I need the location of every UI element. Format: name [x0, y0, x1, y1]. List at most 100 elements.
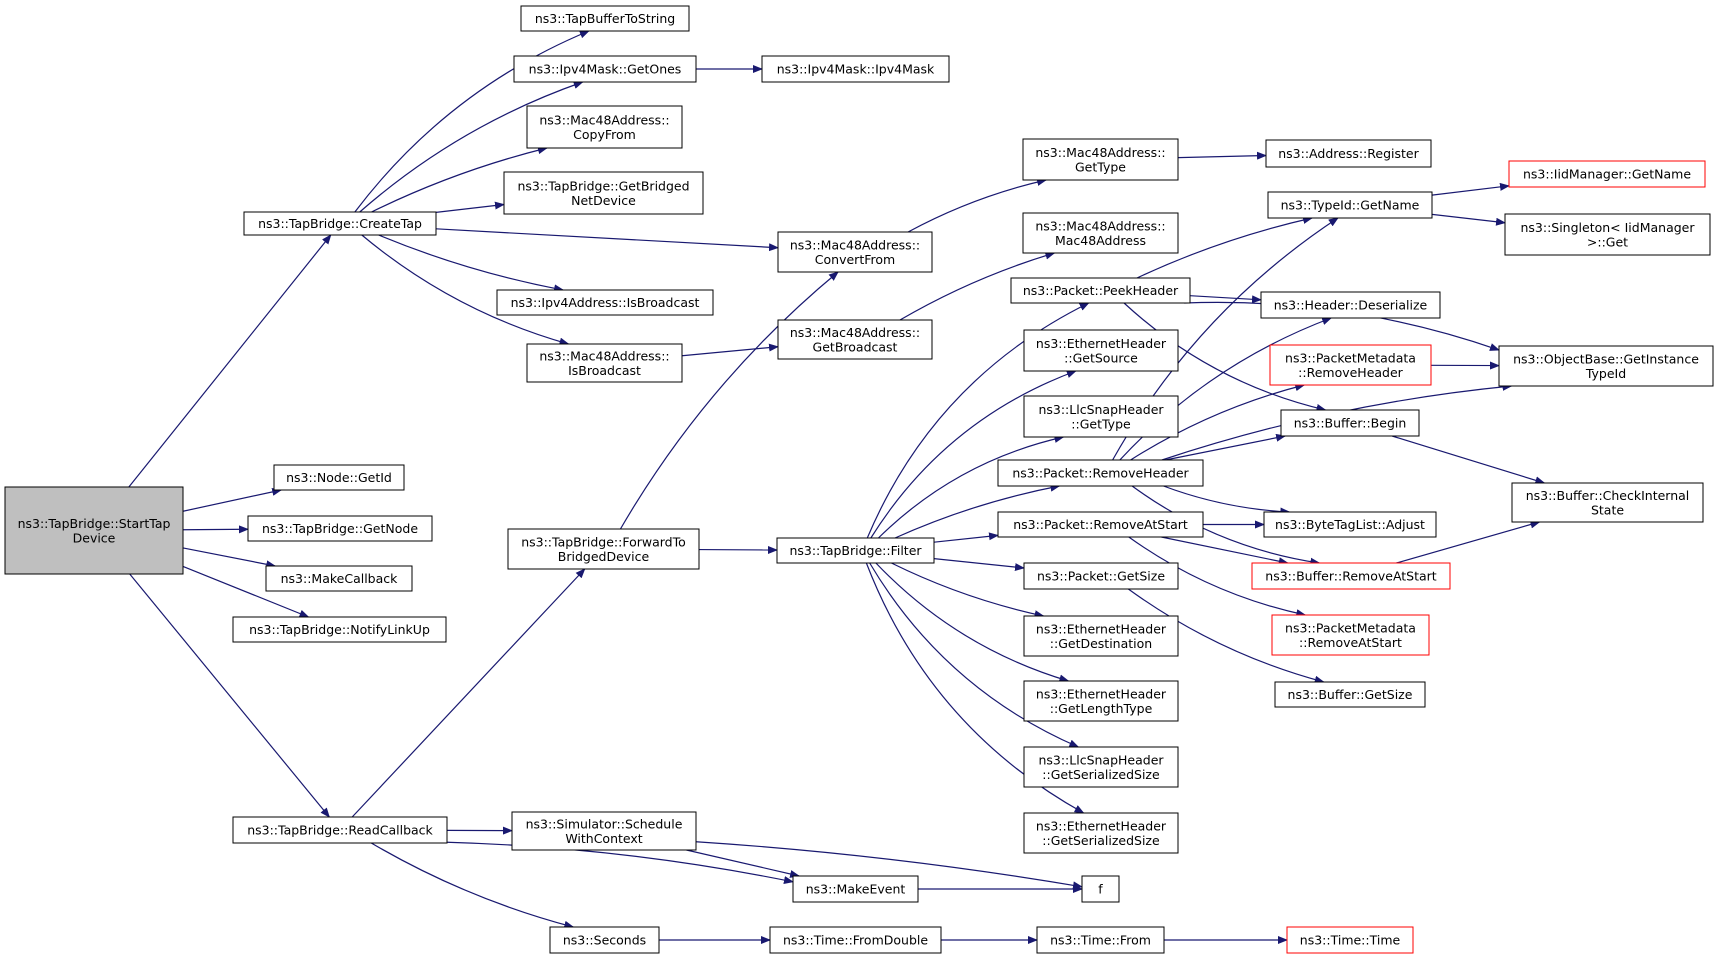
edge-root-to-createtap	[128, 234, 332, 488]
node-label: ns3::Ipv4Mask::Ipv4Mask	[777, 62, 935, 77]
node-peekheader[interactable]: ns3::Packet::PeekHeader	[1010, 277, 1191, 304]
node-label: ns3::PacketMetadata	[1285, 620, 1416, 635]
node-label: ns3::TapBridge::GetBridged	[517, 178, 689, 193]
node-register[interactable]: ns3::Address::Register	[1265, 139, 1432, 168]
node-createtap[interactable]: ns3::TapBridge::CreateTap	[243, 211, 437, 236]
node-getones[interactable]: ns3::Ipv4Mask::GetOnes	[513, 55, 697, 83]
edge-createtap-to-convertfrom	[435, 228, 779, 252]
node-label: NetDevice	[571, 193, 636, 208]
node-getid[interactable]: ns3::Node::GetId	[273, 464, 405, 491]
node-filter[interactable]: ns3::TapBridge::Filter	[776, 537, 935, 564]
node-box	[243, 211, 437, 236]
node-begin[interactable]: ns3::Buffer::Begin	[1280, 409, 1420, 437]
node-llcserializedsize[interactable]: ns3::LlcSnapHeader::GetSerializedSize	[1023, 746, 1179, 788]
node-copyfrom[interactable]: ns3::Mac48Address::CopyFrom	[526, 105, 683, 149]
node-label: ns3::Mac48Address::	[539, 348, 669, 363]
node-getlengthtype[interactable]: ns3::EthernetHeader::GetLengthType	[1023, 680, 1179, 722]
node-label: ns3::TypeId::GetName	[1281, 198, 1420, 213]
node-getbroadcast[interactable]: ns3::Mac48Address::GetBroadcast	[777, 319, 933, 360]
node-label: ns3::TapBridge::ForwardTo	[521, 534, 686, 549]
node-gettype[interactable]: ns3::Mac48Address::GetType	[1022, 138, 1179, 181]
node-ethserializedsize[interactable]: ns3::EthernetHeader::GetSerializedSize	[1023, 812, 1179, 854]
call-edges	[128, 30, 1546, 944]
node-removeheader[interactable]: ns3::Packet::RemoveHeader	[997, 459, 1204, 487]
node-time[interactable]: ns3::Time::Time	[1286, 926, 1414, 954]
edge-readcallback-to-makeevent	[446, 841, 794, 884]
node-label: ns3::Buffer::RemoveAtStart	[1265, 569, 1437, 584]
node-makeevent[interactable]: ns3::MakeEvent	[792, 875, 919, 903]
node-fromdouble[interactable]: ns3::Time::FromDouble	[769, 926, 942, 954]
node-box	[1023, 746, 1179, 788]
node-f[interactable]: f	[1081, 875, 1120, 903]
node-label: State	[1591, 502, 1624, 517]
node-ipv4mask[interactable]: ns3::Ipv4Mask::Ipv4Mask	[761, 55, 950, 83]
node-llcgettype[interactable]: ns3::LlcSnapHeader::GetType	[1023, 395, 1179, 438]
node-box	[232, 616, 447, 643]
node-getnode[interactable]: ns3::TapBridge::GetNode	[247, 515, 433, 542]
node-bufgetsize[interactable]: ns3::Buffer::GetSize	[1274, 681, 1426, 708]
edge-filter-to-getsource	[870, 370, 1077, 539]
node-getsize[interactable]: ns3::Packet::GetSize	[1023, 562, 1179, 590]
node-label: TypeId	[1585, 366, 1626, 381]
node-label: ns3::Packet::RemoveHeader	[1012, 466, 1189, 481]
node-label: Device	[73, 530, 116, 545]
node-iidgetname[interactable]: ns3::IidManager::GetName	[1508, 160, 1706, 188]
node-getdestination[interactable]: ns3::EthernetHeader::GetDestination	[1023, 615, 1179, 657]
node-label: Mac48Address	[1055, 233, 1146, 248]
node-readcallback[interactable]: ns3::TapBridge::ReadCallback	[232, 816, 448, 844]
node-ipv4isbroadcast[interactable]: ns3::Ipv4Address::IsBroadcast	[496, 289, 714, 316]
node-box	[1023, 562, 1179, 590]
node-makecallback[interactable]: ns3::MakeCallback	[265, 565, 413, 592]
node-label: ::GetDestination	[1050, 636, 1152, 651]
node-label: GetBroadcast	[813, 339, 898, 354]
edge-filter-to-getlengthtype	[875, 562, 1070, 683]
node-box	[1263, 511, 1437, 538]
edge-gettype-to-register	[1177, 151, 1267, 160]
node-macisbroadcast[interactable]: ns3::Mac48Address::IsBroadcast	[526, 343, 683, 383]
edge-removeheader-to-bufremoveatstart	[1131, 485, 1321, 566]
node-mac48address[interactable]: ns3::Mac48Address::Mac48Address	[1022, 212, 1179, 254]
edge-readcallback-to-forwardto	[351, 568, 586, 818]
node-convertfrom[interactable]: ns3::Mac48Address::ConvertFrom	[777, 231, 933, 273]
edge-filter-to-removeheader	[894, 483, 1061, 539]
node-label: ns3::EthernetHeader	[1036, 818, 1167, 833]
node-label: ns3::Packet::GetSize	[1037, 569, 1165, 584]
node-label: ns3::TapBridge::GetNode	[262, 521, 418, 536]
node-pmremoveatstart[interactable]: ns3::PacketMetadata::RemoveAtStart	[1271, 614, 1430, 656]
node-box	[1010, 277, 1191, 304]
edge-root-to-notifylinkup	[182, 565, 310, 618]
node-tapbuffertostring[interactable]: ns3::TapBufferToString	[520, 5, 690, 32]
edge-filter-to-llcserializedsize	[869, 562, 1080, 748]
edge-getbroadcast-to-mac48address	[899, 251, 1056, 321]
node-pmremoveheader[interactable]: ns3::PacketMetadata::RemoveHeader	[1269, 344, 1432, 386]
node-box	[1280, 409, 1420, 437]
node-box	[1023, 615, 1179, 657]
node-seconds[interactable]: ns3::Seconds	[549, 926, 660, 954]
edge-root-to-makecallback	[182, 547, 277, 569]
node-bufremoveatstart[interactable]: ns3::Buffer::RemoveAtStart	[1251, 562, 1451, 590]
node-adjust[interactable]: ns3::ByteTagList::Adjust	[1263, 511, 1437, 538]
node-box	[1251, 562, 1451, 590]
node-box	[1023, 812, 1179, 854]
node-typeidgetname[interactable]: ns3::TypeId::GetName	[1267, 191, 1433, 219]
node-label: ConvertFrom	[815, 252, 895, 267]
node-label: ns3::Time::FromDouble	[783, 933, 928, 948]
node-timefrom[interactable]: ns3::Time::From	[1036, 926, 1165, 954]
node-removeatstart[interactable]: ns3::Packet::RemoveAtStart	[997, 511, 1204, 538]
edge-bufremoveatstart-to-checkinternal	[1396, 520, 1541, 564]
node-label: GetType	[1075, 159, 1126, 174]
node-label: ::RemoveHeader	[1298, 365, 1404, 380]
node-box	[1271, 614, 1430, 656]
node-notifylinkup[interactable]: ns3::TapBridge::NotifyLinkUp	[232, 616, 447, 643]
node-getsource[interactable]: ns3::EthernetHeader::GetSource	[1023, 329, 1179, 372]
node-singletonget[interactable]: ns3::Singleton< IidManager>::Get	[1504, 213, 1711, 256]
edge-macisbroadcast-to-getbroadcast	[681, 343, 779, 357]
node-deserialize[interactable]: ns3::Header::Deserialize	[1260, 291, 1441, 319]
edge-filter-to-removeatstart	[933, 532, 999, 543]
